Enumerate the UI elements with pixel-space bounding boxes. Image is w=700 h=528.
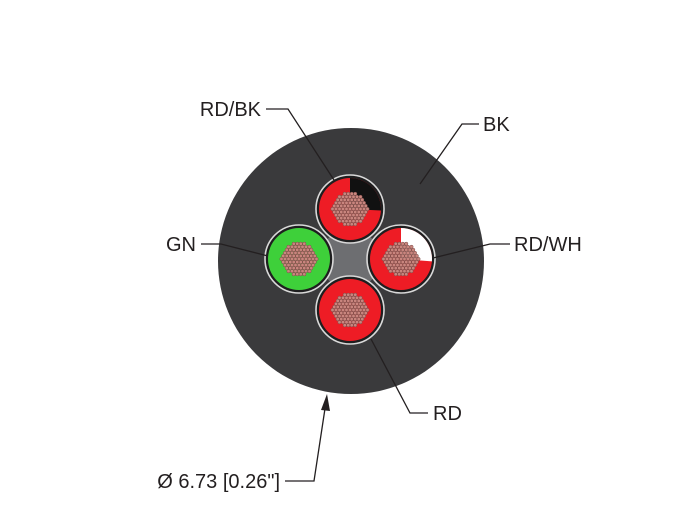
conductor-strand xyxy=(393,272,398,277)
conductor-strand xyxy=(358,194,363,199)
conductor-strand xyxy=(388,269,393,274)
conductor-strand xyxy=(307,244,312,249)
conductor-strand xyxy=(349,222,354,227)
conductor-rd-bk xyxy=(319,178,381,240)
conductor-strand xyxy=(307,269,312,274)
conductor-strand xyxy=(404,241,409,246)
conductor-strand xyxy=(363,311,368,315)
conductor-strand xyxy=(312,260,317,264)
conductor-strand xyxy=(360,317,365,322)
conductor-strand xyxy=(362,213,366,218)
conductor-strand xyxy=(312,254,317,258)
conductor-rd xyxy=(319,279,381,341)
conductor-strand xyxy=(363,305,368,309)
conductor-strand xyxy=(413,263,417,268)
conductor-strand xyxy=(353,323,358,328)
conductor-strand xyxy=(311,250,315,255)
conductor-strand xyxy=(413,250,417,255)
conductor-strand xyxy=(353,191,358,196)
conductor-strand xyxy=(309,247,314,252)
conductor-strand xyxy=(363,204,368,208)
leader-gn xyxy=(201,243,269,257)
label-bk: BK xyxy=(483,114,510,136)
conductor-strand xyxy=(404,272,409,277)
conductor-strand xyxy=(409,244,414,249)
label-rd-wh: RD/WH xyxy=(514,234,582,256)
conductor-strand xyxy=(411,266,416,271)
conductor-strand xyxy=(362,200,366,205)
conductor-strand xyxy=(362,314,366,319)
conductor-strand xyxy=(416,257,421,261)
conductor-rd-wh xyxy=(370,228,432,290)
conductor-strand xyxy=(286,269,291,274)
conductor-strand xyxy=(349,323,354,328)
conductor-strand xyxy=(353,292,358,297)
conductor-strand xyxy=(365,308,370,312)
label-rd: RD xyxy=(433,403,462,425)
conductor-strand xyxy=(311,263,315,268)
conductor-strand xyxy=(342,323,347,328)
conductor-strand xyxy=(360,216,365,221)
conductor-strand xyxy=(414,254,419,258)
conductor-strand xyxy=(365,207,370,211)
conductor-strand xyxy=(302,272,307,277)
conductor-strand xyxy=(291,272,296,277)
label-diameter: Ø 6.73 [0.26"] xyxy=(157,471,280,493)
leader-rd-bk xyxy=(266,108,335,181)
label-rd-bk: RD/BK xyxy=(200,99,262,121)
conductor-strand xyxy=(397,272,402,277)
conductor-strand xyxy=(346,323,351,328)
conductor-strand xyxy=(302,241,307,246)
conductor-strand xyxy=(360,298,365,303)
conductor-strand xyxy=(414,260,419,264)
conductor-strand xyxy=(342,222,347,227)
core-filler xyxy=(320,229,380,289)
conductor-strand xyxy=(295,272,300,277)
conductor-strand xyxy=(363,210,368,214)
leader-bk xyxy=(419,123,479,185)
conductor-strand xyxy=(400,272,405,277)
conductor-gn xyxy=(268,228,330,290)
conductor-strand xyxy=(358,295,363,300)
diameter-arrowhead xyxy=(321,394,330,411)
leader-diameter xyxy=(285,401,327,482)
label-gn: GN xyxy=(166,234,196,256)
conductor-strand xyxy=(411,247,416,252)
conductor-strand xyxy=(337,219,342,224)
conductor-strand xyxy=(358,320,363,325)
conductor-strand xyxy=(346,222,351,227)
conductor-strand xyxy=(358,219,363,224)
conductor-strand xyxy=(353,222,358,227)
conductor-strand xyxy=(298,272,303,277)
conductor-strand xyxy=(309,266,314,271)
conductor-strand xyxy=(362,301,366,306)
conductor-strand xyxy=(314,257,319,261)
conductor-strand xyxy=(409,269,414,274)
leader-rd-wh xyxy=(432,243,510,259)
conductor-strand xyxy=(337,320,342,325)
leader-rd xyxy=(370,338,428,414)
conductor-strand xyxy=(360,197,365,202)
